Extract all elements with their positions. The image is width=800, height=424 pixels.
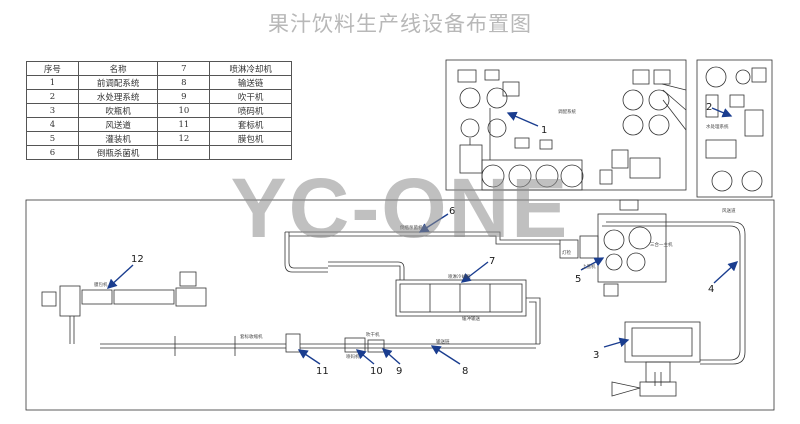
production-hall-outline <box>25 199 775 411</box>
water-treatment-room-outline <box>696 59 773 198</box>
callout-number: 8 <box>462 366 468 377</box>
cond-conveyor-label: 缓冲输送 <box>462 315 480 322</box>
callout-number: 11 <box>316 366 329 377</box>
callout-number: 4 <box>708 284 714 295</box>
legend-row: 5 灌装机 12 膜包机 <box>26 131 292 146</box>
legend-row: 6 倒瓶杀菌机 <box>26 145 292 160</box>
callout-number: 6 <box>449 206 455 217</box>
cooling-tunnel <box>395 279 541 344</box>
legend-cell <box>209 145 292 160</box>
coder-label: 喷码机 <box>346 353 360 360</box>
dryer-label: 吹干机 <box>366 331 380 338</box>
filling-monoblock <box>559 199 667 297</box>
monoblock-label: 三合一主机 <box>650 241 673 248</box>
callout-number: 3 <box>593 350 599 361</box>
callout-number: 7 <box>489 256 495 267</box>
callout-number: 9 <box>396 366 402 377</box>
legend-row: 1 前调配系统 8 输送链 <box>26 75 292 90</box>
equipment-legend-table: 序号 名称 7 喷淋冷却机 1 前调配系统 8 输送链 2 水处理系统 9 吹干… <box>26 61 292 160</box>
callout-number: 12 <box>131 254 144 265</box>
shrink-sleeve-label: 套标收缩机 <box>240 333 263 340</box>
light-inspect-label: 灯检 <box>562 249 571 256</box>
cooling-tunnel-label: 喷淋冷却机 <box>448 273 471 280</box>
water-treatment-label: 水处理系统 <box>706 123 729 130</box>
callout-number: 5 <box>575 274 581 285</box>
cap-loader-label: 上盖机 <box>582 263 596 270</box>
blending-equipment <box>457 69 687 191</box>
packer-line <box>41 271 207 344</box>
legend-cell <box>157 145 211 160</box>
air-conveyor-label: 风送道 <box>722 207 736 214</box>
water-treatment-equipment <box>705 66 767 192</box>
outfeed-conveyor <box>100 333 540 356</box>
legend-cell: 倒瓶杀菌机 <box>77 145 159 160</box>
blow-molding-machine <box>611 321 701 397</box>
callout-number: 1 <box>541 125 547 136</box>
bottle-conveyor-path <box>284 221 746 386</box>
sterilizer-label: 倒瓶杀菌机 <box>400 224 423 231</box>
packer-label: 膜包机 <box>94 281 108 288</box>
callout-number: 2 <box>706 102 712 113</box>
blending-room-label: 调配系统 <box>558 108 576 115</box>
callout-arrows <box>106 107 739 365</box>
chain-conveyor-label: 输送链 <box>436 338 450 345</box>
diagram-title: 果汁饮料生产线设备布置图 <box>268 12 532 36</box>
callout-number: 10 <box>370 366 383 377</box>
